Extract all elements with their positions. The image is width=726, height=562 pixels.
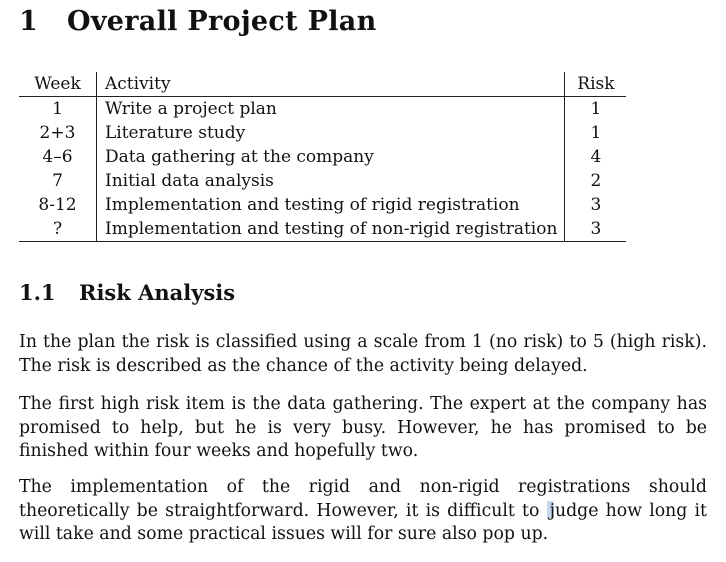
table-row: 2+3 Literature study 1 xyxy=(19,121,626,145)
section-heading: 1 Overall Project Plan xyxy=(19,6,377,37)
table-header-row: Week Activity Risk xyxy=(19,72,627,97)
subsection-heading: 1.1 Risk Analysis xyxy=(19,280,235,305)
header-week: Week xyxy=(19,72,97,97)
risk-cell: 3 xyxy=(564,217,627,242)
risk-cell: 1 xyxy=(590,99,602,119)
week-cell: 1 xyxy=(19,96,97,121)
paragraph-risk-scale: In the plan the risk is classified using… xyxy=(19,332,707,376)
header-risk: Risk xyxy=(564,72,627,97)
activity-cell: Implementation and testing of rigid regi… xyxy=(96,193,566,217)
subsection-number: 1.1 xyxy=(19,280,56,305)
section-number: 1 xyxy=(19,6,39,37)
risk-cell: 1 xyxy=(590,123,602,143)
paragraph-text-after-cursor: judge how long it will take and some pra… xyxy=(19,500,707,545)
paragraph-text-before-cursor: The implementation of the rigid and non-… xyxy=(19,477,707,521)
activity-cell: Write a project plan xyxy=(96,96,566,121)
table-row: ? Implementation and testing of non-rigi… xyxy=(19,217,627,242)
risk-cell: 2 xyxy=(590,171,602,191)
section-title: Overall Project Plan xyxy=(67,6,377,37)
activity-cell: Literature study xyxy=(96,121,566,145)
activity-cell: Implementation and testing of non-rigid … xyxy=(96,217,566,242)
header-activity: Activity xyxy=(96,72,566,97)
project-plan-table: Week Activity Risk 1 Write a project pla… xyxy=(19,72,627,242)
table-row: 1 Write a project plan 1 xyxy=(19,96,626,121)
text-cursor xyxy=(546,500,554,518)
table-row: 7 Initial data analysis 2 xyxy=(19,169,626,193)
week-cell: ? xyxy=(19,217,97,242)
activity-cell: Data gathering at the company xyxy=(96,145,566,169)
activity-cell: Initial data analysis xyxy=(96,169,566,193)
table-row: 8-12 Implementation and testing of rigid… xyxy=(19,193,626,217)
week-cell: 4–6 xyxy=(19,145,97,169)
table-row: 4–6 Data gathering at the company 4 xyxy=(19,145,626,169)
paragraph-implementation: The implementation of the rigid and non-… xyxy=(19,476,707,547)
subsection-title: Risk Analysis xyxy=(79,280,236,305)
week-cell: 7 xyxy=(19,169,97,193)
risk-cell: 4 xyxy=(590,147,602,167)
risk-cell: 3 xyxy=(590,195,602,215)
week-cell: 8-12 xyxy=(19,193,97,217)
paragraph-data-gathering: The first high risk item is the data gat… xyxy=(19,394,707,461)
week-cell: 2+3 xyxy=(19,121,97,145)
